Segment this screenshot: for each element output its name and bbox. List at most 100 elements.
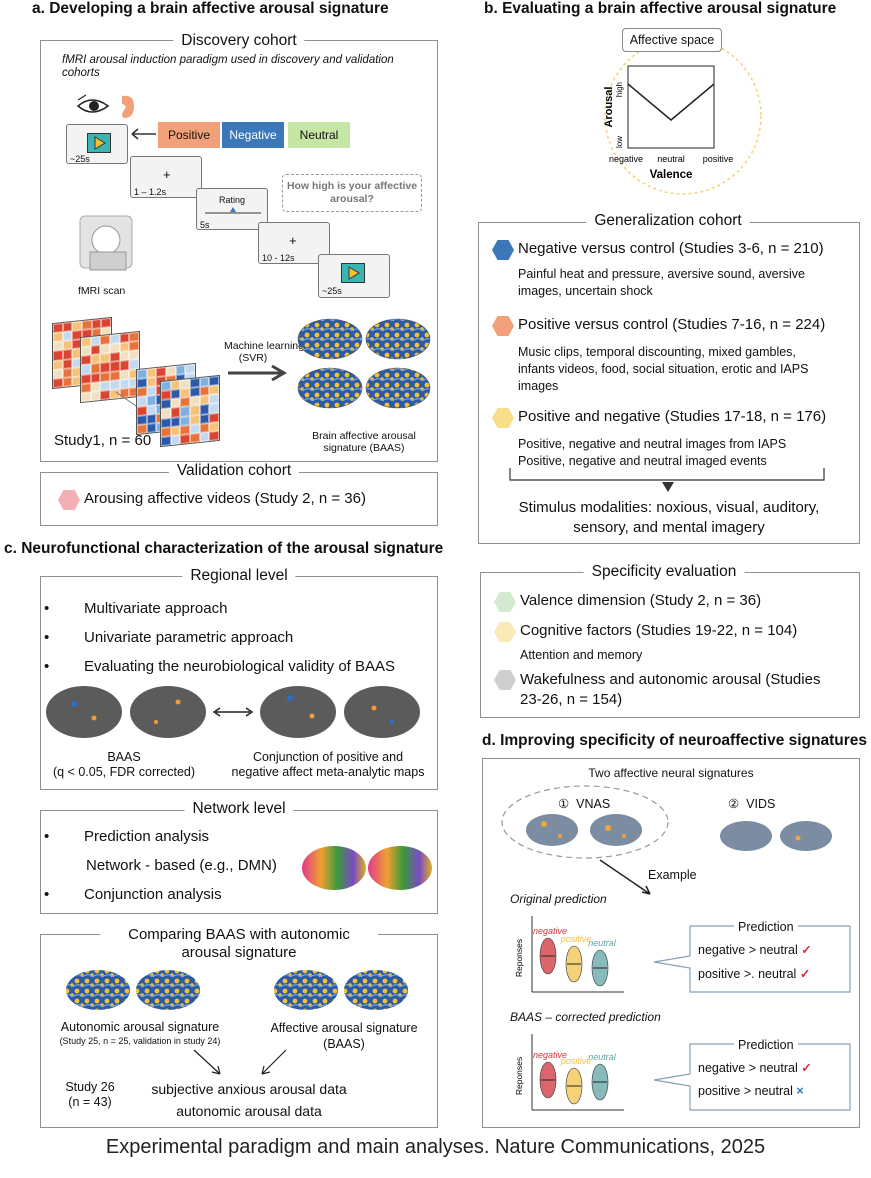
affective-label-line: (BAAS) bbox=[323, 1037, 365, 1051]
regional-bullet: Univariate parametric approach bbox=[44, 629, 293, 646]
cross-icon: × bbox=[796, 1084, 804, 1098]
check-icon: ✓ bbox=[801, 943, 812, 957]
modalities-line: sensory, and mental imagery bbox=[573, 519, 765, 536]
chart-frame bbox=[627, 65, 715, 149]
network-sub: Network - based (e.g., DMN) bbox=[86, 857, 277, 874]
generalization-cohort-title: Generalization cohort bbox=[586, 212, 750, 230]
gen-detail-line: Music clips, temporal discounting, mixed… bbox=[518, 345, 796, 359]
spec-wakefulness-line: 23-26, n = 154) bbox=[520, 691, 623, 708]
voxel-cell bbox=[199, 431, 210, 442]
mri-scanner-icon bbox=[79, 215, 133, 271]
voxel-cell bbox=[170, 434, 181, 446]
vids-number: ② bbox=[728, 797, 740, 811]
arrow-left-icon bbox=[131, 128, 156, 140]
voxel-cell bbox=[209, 430, 219, 441]
y-low-label: low bbox=[615, 136, 624, 148]
fmri-scan-label: fMRI scan bbox=[78, 285, 126, 297]
vnas-number: ① bbox=[558, 797, 570, 811]
x-tick-label: positive bbox=[703, 154, 734, 164]
compare-box bbox=[40, 934, 438, 1128]
rating-scale bbox=[205, 207, 261, 214]
spec-valence: Valence dimension (Study 2, n = 36) bbox=[520, 592, 762, 609]
attention-memory: Attention and memory bbox=[520, 648, 643, 662]
corr-prediction-2: positive > neutral × bbox=[698, 1084, 804, 1098]
vnas-name: VNAS bbox=[576, 797, 611, 811]
network-brain-maps bbox=[302, 846, 432, 890]
regional-level-title: Regional level bbox=[182, 567, 296, 585]
video-frame-2: ~25s bbox=[318, 254, 390, 298]
gen-detail-both: Positive, negative and neutral images fr… bbox=[518, 436, 786, 470]
baas-brain-maps bbox=[297, 318, 431, 409]
discovery-cohort-title: Discovery cohort bbox=[173, 32, 305, 50]
rating-label: Rating bbox=[219, 195, 246, 205]
ml-label-1: Machine learning bbox=[224, 340, 304, 352]
hexagon-icon bbox=[492, 316, 514, 336]
prediction-label-2: Prediction bbox=[734, 1038, 798, 1052]
stimulus-modalities: Stimulus modalities: noxious, visual, au… bbox=[478, 498, 860, 538]
modalities-line: Stimulus modalities: noxious, visual, au… bbox=[518, 499, 820, 516]
video-frame-1: ~25s bbox=[66, 124, 128, 164]
orig-prediction-1: negative > neutral ✓ bbox=[698, 942, 812, 957]
fixation-cross-1: + bbox=[163, 167, 171, 182]
conjunction-caption: Conjunction of positive and negative aff… bbox=[222, 750, 434, 780]
regional-bullet: Multivariate approach bbox=[44, 600, 228, 617]
y-axis-label: Reponses bbox=[514, 1057, 524, 1095]
network-level-title: Network level bbox=[184, 800, 294, 818]
vids-brain-maps bbox=[720, 821, 832, 851]
compare-title-line: Comparing BAAS with autonomic bbox=[128, 926, 350, 943]
panel-a-title: a. Developing a brain affective arousal … bbox=[32, 0, 389, 17]
specificity-title: Specificity evaluation bbox=[583, 563, 745, 581]
video-time-2: ~25s bbox=[322, 286, 342, 296]
prediction-callout-1 bbox=[653, 925, 851, 993]
play-icon bbox=[341, 263, 365, 283]
prediction-text: positive > neutral bbox=[698, 1084, 793, 1098]
voxel-cell bbox=[161, 435, 171, 447]
hexagon-icon bbox=[494, 622, 516, 642]
check-icon: ✓ bbox=[799, 967, 811, 981]
prediction-text: positive >. neutral bbox=[698, 967, 797, 981]
rating-time: 5s bbox=[200, 220, 210, 230]
panel-b-title: b. Evaluating a brain affective arousal … bbox=[484, 0, 837, 17]
two-signatures-title: Two affective neural signatures bbox=[588, 766, 754, 780]
voxel-cell bbox=[81, 391, 91, 403]
baas-label-2: signature (BAAS) bbox=[323, 442, 405, 454]
gen-detail-line: images, uncertain shock bbox=[518, 284, 653, 298]
check-icon: ✓ bbox=[801, 1061, 812, 1075]
x-tick-label: neutral bbox=[657, 154, 685, 164]
corrected-prediction-title: BAAS – corrected prediction bbox=[510, 1010, 661, 1024]
ml-label-2: (SVR) bbox=[238, 352, 268, 364]
bracket-icon bbox=[509, 468, 825, 492]
baas-caption-line: (q < 0.05, FDR corrected) bbox=[52, 765, 196, 779]
group-label-negative: negative bbox=[533, 1050, 567, 1060]
condition-negative: Negative bbox=[222, 122, 284, 148]
voxel-cell bbox=[180, 433, 190, 445]
arousal-data: subjective anxious arousal data autonomi… bbox=[124, 1078, 374, 1122]
corr-prediction-1: negative > neutral ✓ bbox=[698, 1060, 812, 1075]
gen-detail-positive: Music clips, temporal discounting, mixed… bbox=[518, 344, 808, 395]
gen-detail-line: images bbox=[518, 379, 559, 393]
panel-d-title: d. Improving specificity of neuroaffecti… bbox=[482, 732, 868, 749]
prediction-label-1: Prediction bbox=[734, 920, 798, 934]
voxel-cell bbox=[100, 389, 110, 401]
voxel-cell bbox=[53, 377, 63, 389]
x-tick-label: negative bbox=[609, 154, 643, 164]
regional-bullet: Evaluating the neurobiological validity … bbox=[44, 658, 395, 675]
voxel-cell bbox=[62, 376, 73, 388]
gen-detail-line: Positive, negative and neutral images fr… bbox=[518, 437, 787, 451]
hexagon-icon bbox=[494, 592, 516, 612]
study26: Study 26 (n = 43) bbox=[62, 1080, 118, 1110]
fixation-time-1: 1 – 1.2s bbox=[134, 187, 167, 197]
example-label: Example bbox=[648, 868, 697, 882]
regional-brain-maps bbox=[46, 686, 420, 738]
y-axis-label: Arousal bbox=[603, 87, 615, 128]
original-prediction-title: Original prediction bbox=[510, 892, 607, 906]
compare-title-line: arousal signature bbox=[181, 944, 297, 961]
autonomic-brain-maps bbox=[66, 970, 200, 1010]
prediction-text: negative > neutral bbox=[698, 943, 798, 957]
gen-heading-both: Positive and negative (Studies 17-18, n … bbox=[518, 408, 827, 425]
conjunction-caption-line: negative affect meta-analytic maps bbox=[231, 765, 425, 779]
arousal-question: How high is your affective arousal? bbox=[282, 174, 422, 212]
ml-label: Machine learning (SVR) bbox=[224, 340, 304, 364]
